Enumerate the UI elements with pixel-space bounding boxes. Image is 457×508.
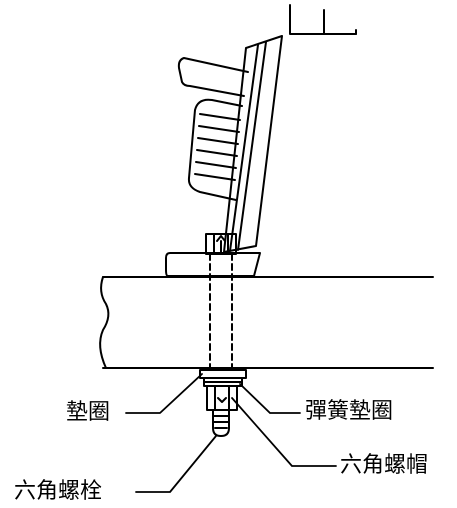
leader-hex-nut (231, 397, 337, 467)
label-hex-nut: 六角螺帽 (340, 453, 429, 478)
bolt-end (212, 409, 230, 437)
hex-nut (206, 385, 238, 411)
label-spring-washer: 彈簧墊圈 (305, 399, 394, 424)
bolt-shank-hidden (209, 253, 233, 371)
ribbed-block (187, 98, 243, 201)
leader-hex-bolt (135, 435, 217, 493)
leader-washer (125, 373, 203, 414)
base-plate (99, 276, 434, 369)
upper-frame (289, 4, 357, 35)
label-hex-bolt: 六角螺栓 (14, 479, 103, 504)
base-flange (165, 252, 261, 277)
top-hex-nut (205, 233, 237, 255)
leader-spring-washer (239, 383, 301, 414)
leader-lines (125, 373, 337, 493)
spring-washer (203, 377, 243, 387)
label-washer: 墊圈 (66, 400, 111, 425)
handle (177, 57, 249, 97)
washer (199, 369, 247, 379)
tilted-back-plate (223, 35, 283, 253)
